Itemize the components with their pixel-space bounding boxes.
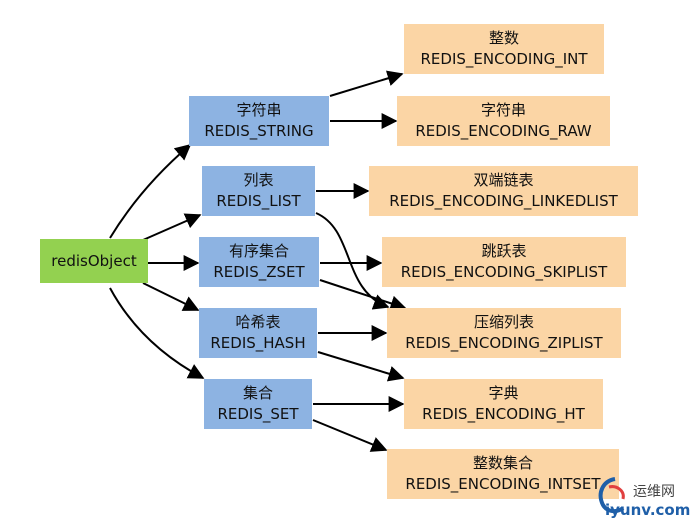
node-encoding-raw: 字符串 REDIS_ENCODING_RAW bbox=[397, 96, 610, 146]
node-encoding-int: 整数 REDIS_ENCODING_INT bbox=[404, 24, 604, 74]
node-redisobject: redisObject bbox=[40, 239, 148, 283]
node-type-string-en: REDIS_STRING bbox=[204, 122, 314, 140]
node-encoding-int-en: REDIS_ENCODING_INT bbox=[420, 50, 588, 68]
node-encoding-linkedlist: 双端链表 REDIS_ENCODING_LINKEDLIST bbox=[369, 166, 638, 216]
node-encoding-int-cn: 整数 bbox=[488, 29, 519, 47]
node-type-set-en: REDIS_SET bbox=[217, 405, 299, 423]
node-encoding-linkedlist-cn: 双端链表 bbox=[473, 171, 534, 189]
node-type-list-cn: 列表 bbox=[243, 171, 274, 189]
node-encoding-intset: 整数集合 REDIS_ENCODING_INTSET bbox=[387, 449, 619, 499]
node-encoding-raw-en: REDIS_ENCODING_RAW bbox=[415, 122, 592, 140]
node-encoding-raw-cn: 字符串 bbox=[480, 101, 526, 119]
node-type-list-en: REDIS_LIST bbox=[216, 192, 301, 210]
edge-root-list bbox=[142, 213, 202, 241]
node-encoding-ht: 字典 REDIS_ENCODING_HT bbox=[404, 379, 603, 429]
node-type-zset: 有序集合 REDIS_ZSET bbox=[199, 237, 319, 287]
node-type-zset-en: REDIS_ZSET bbox=[213, 263, 305, 281]
node-type-string: 字符串 REDIS_STRING bbox=[189, 96, 329, 146]
node-encoding-ziplist-cn: 压缩列表 bbox=[473, 313, 534, 331]
node-encoding-intset-cn: 整数集合 bbox=[472, 454, 533, 472]
edge-hash-ht bbox=[317, 351, 405, 382]
watermark: 运维网 iyunv.com bbox=[595, 475, 695, 523]
node-type-set: 集合 REDIS_SET bbox=[204, 379, 312, 429]
node-encoding-skiplist-cn: 跳跃表 bbox=[481, 242, 527, 260]
watermark-logo-icon bbox=[598, 477, 625, 514]
node-type-string-cn: 字符串 bbox=[236, 101, 282, 119]
node-encoding-skiplist-en: REDIS_ENCODING_SKIPLIST bbox=[400, 263, 608, 281]
node-type-set-cn: 集合 bbox=[242, 384, 273, 402]
node-type-hash-cn: 哈希表 bbox=[235, 313, 281, 331]
node-type-zset-cn: 有序集合 bbox=[228, 242, 289, 260]
edge-set-intset bbox=[312, 419, 388, 452]
node-encoding-ht-en: REDIS_ENCODING_HT bbox=[422, 405, 585, 423]
edge-root-hash bbox=[142, 282, 200, 311]
edge-list-ziplist bbox=[315, 212, 390, 310]
node-type-hash-en: REDIS_HASH bbox=[210, 334, 306, 352]
node-encoding-skiplist: 跳跃表 REDIS_ENCODING_SKIPLIST bbox=[382, 237, 626, 287]
node-encoding-ht-cn: 字典 bbox=[488, 384, 519, 402]
watermark-name: 运维网 bbox=[633, 484, 675, 500]
node-redisobject-label: redisObject bbox=[51, 251, 137, 270]
node-encoding-linkedlist-en: REDIS_ENCODING_LINKEDLIST bbox=[389, 192, 618, 210]
node-encoding-ziplist: 压缩列表 REDIS_ENCODING_ZIPLIST bbox=[387, 308, 621, 358]
node-type-list: 列表 REDIS_LIST bbox=[202, 166, 315, 216]
edge-root-set bbox=[109, 287, 205, 379]
watermark-url: iyunv.com bbox=[605, 501, 691, 519]
node-encoding-intset-en: REDIS_ENCODING_INTSET bbox=[405, 475, 601, 493]
edge-zset-ziplist bbox=[319, 279, 407, 312]
edge-root-string bbox=[109, 143, 192, 239]
node-encoding-ziplist-en: REDIS_ENCODING_ZIPLIST bbox=[405, 334, 603, 352]
node-type-hash: 哈希表 REDIS_HASH bbox=[199, 308, 317, 358]
edge-string-int bbox=[329, 70, 404, 97]
